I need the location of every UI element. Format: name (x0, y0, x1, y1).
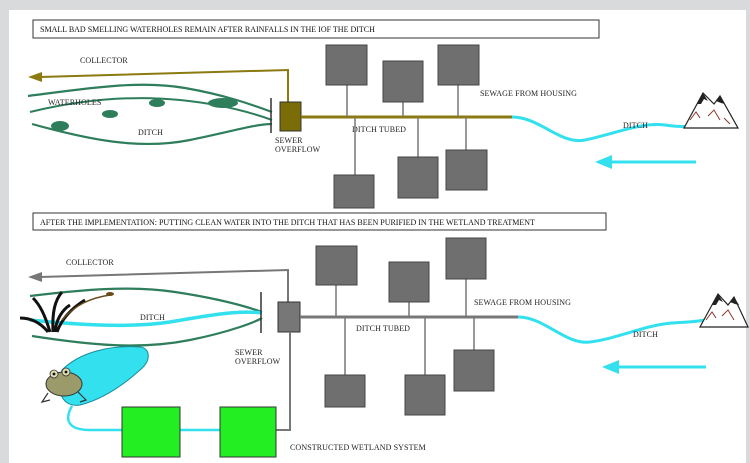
bottom-scene: AFTER THE IMPLEMENTATION: PUTTING CLEAN … (19, 212, 749, 458)
top-house (382, 60, 424, 103)
diagram-panel (9, 10, 746, 463)
top-ditch-left-label: DITCH (138, 128, 163, 137)
top-waterholes-label: WATERHOLES (48, 98, 101, 107)
mountain-icon (682, 92, 740, 129)
top-flow-arrow-icon (595, 155, 696, 169)
waterhole (208, 98, 238, 108)
bottom-house (324, 374, 366, 408)
top-ditch-right-stream (511, 115, 696, 143)
bottom-house (445, 237, 487, 280)
top-sewage-label: SEWAGE FROM HOUSING (480, 89, 577, 98)
wetland-cell (219, 406, 277, 458)
pond (58, 346, 149, 406)
top-sewer-label-1: SEWER (275, 136, 303, 145)
waterhole (51, 121, 69, 131)
top-collector-label: COLLECTOR (80, 56, 128, 65)
top-ditch-bank-middle (29, 97, 273, 121)
bottom-ditch-bank-lower (31, 317, 263, 347)
bottom-sewage-label: SEWAGE FROM HOUSING (474, 298, 571, 307)
frog-icon (40, 367, 88, 403)
top-ditch-bank-upper (27, 83, 273, 114)
bottom-collector-pipe (39, 268, 289, 302)
top-house (437, 44, 480, 86)
bottom-house (453, 349, 495, 392)
top-house (397, 156, 439, 199)
top-banner-box (32, 19, 600, 39)
bottom-collector-arrow-icon (28, 272, 42, 282)
wetland-cell (121, 406, 181, 458)
top-house (325, 44, 368, 86)
bottom-ditch-bank-upper (29, 287, 263, 314)
bottom-ditch-tubed-label: DITCH TUBED (356, 324, 410, 333)
pond-to-wetland-pipe (67, 405, 122, 432)
sewer-to-wetland-pipe (276, 332, 291, 431)
bottom-house (388, 261, 430, 303)
bottom-house (315, 245, 358, 286)
bottom-sewer-overflow-box (277, 301, 301, 333)
wetland-label: CONSTRUCTED WETLAND SYSTEM (290, 443, 426, 452)
bottom-collector-label: COLLECTOR (66, 258, 114, 267)
bottom-banner: AFTER THE IMPLEMENTATION: PUTTING CLEAN … (40, 218, 535, 227)
top-sewer-overflow-box (279, 101, 302, 132)
top-house (445, 149, 488, 191)
waterhole (102, 110, 118, 118)
top-banner: SMALL BAD SMELLING WATERHOLES REMAIN AFT… (40, 25, 375, 34)
top-ditch-tubed-label: DITCH TUBED (352, 125, 406, 134)
top-collector-arrow-icon (28, 72, 42, 82)
bottom-ditch-right-label: DITCH (633, 330, 658, 339)
bottom-ditch-right-stream (517, 315, 705, 344)
top-scene: SMALL BAD SMELLING WATERHOLES REMAIN AFT… (27, 19, 740, 209)
reeds-icon (19, 291, 114, 333)
bottom-flow-arrow-icon (602, 360, 706, 374)
bottom-house (404, 374, 446, 416)
bottom-banner-box (32, 212, 607, 231)
bottom-ditch-left-label: DITCH (140, 313, 165, 322)
top-ditch-right-label: DITCH (623, 121, 648, 130)
bottom-ditch-water (29, 310, 263, 328)
bottom-sewer-label-2: OVERFLOW (235, 357, 281, 366)
top-sewer-label-2: OVERFLOW (275, 145, 321, 154)
bottom-sewer-label-1: SEWER (235, 348, 263, 357)
top-collector-pipe (39, 68, 289, 104)
top-house (333, 174, 375, 209)
mountain-icon (698, 292, 749, 328)
top-ditch-bank-lower (31, 122, 273, 146)
waterhole (149, 99, 165, 107)
